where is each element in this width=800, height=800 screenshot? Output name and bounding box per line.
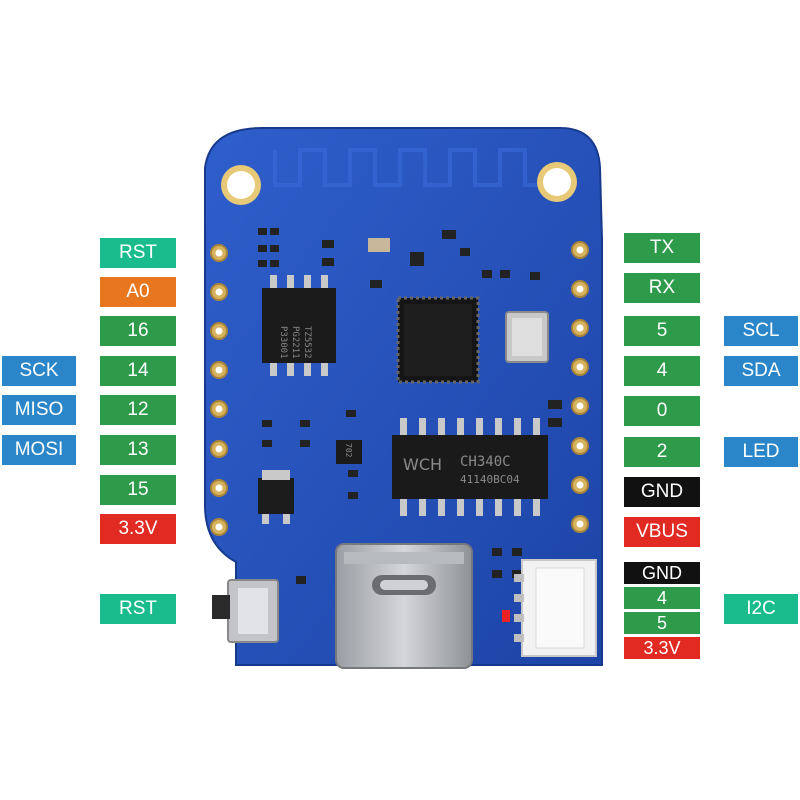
pin-label-12: 12	[100, 395, 176, 425]
regulator-chip: TZ5532 PG2211 P33001	[262, 275, 336, 376]
function-label-sda: SDA	[724, 356, 798, 386]
pin-label-0: 0	[624, 396, 700, 426]
pin-label-16: 16	[100, 316, 176, 346]
pin-label-gnd: GND	[624, 477, 700, 507]
pin-label-tx: TX	[624, 233, 700, 263]
crystal	[505, 311, 549, 363]
usb-serial-chip: WCH CH340C 41140BC04	[392, 418, 548, 516]
pin-label-3v3: 3.3V	[100, 514, 176, 544]
function-label-scl: SCL	[724, 316, 798, 346]
transistor-marking: 702	[344, 443, 353, 458]
pin-label-13: 13	[100, 435, 176, 465]
antenna-trace	[273, 148, 545, 187]
pin-label-2: 2	[624, 437, 700, 467]
i2c-label-gnd: GND	[624, 562, 700, 584]
transistor: 702	[336, 440, 362, 464]
pin-label-rx: RX	[624, 273, 700, 303]
usb-c-connector	[335, 543, 473, 669]
usb-chip-brand: WCH	[403, 455, 442, 474]
function-label-sck: SCK	[2, 356, 76, 386]
pin-label-15: 15	[100, 475, 176, 505]
function-label-miso: MISO	[2, 395, 76, 425]
function-label-mosi: MOSI	[2, 435, 76, 465]
pin-label-4: 4	[624, 356, 700, 386]
regulator-marking-3: P33001	[278, 326, 288, 359]
smd-components	[258, 228, 562, 622]
regulator-marking-1: TZ5532	[302, 326, 312, 359]
pin-label-rst: RST	[100, 238, 176, 268]
pin-label-5: 5	[624, 316, 700, 346]
pin-label-14: 14	[100, 356, 176, 386]
esp-chip	[396, 296, 480, 384]
pcb-outline	[204, 127, 603, 666]
pin-label-vbus: VBUS	[624, 517, 700, 547]
power-regulator	[258, 470, 294, 524]
pin-label-a0: A0	[100, 277, 176, 307]
i2c-function-label: I2C	[724, 594, 798, 624]
i2c-connector-housing	[514, 559, 597, 657]
function-label-led: LED	[724, 437, 798, 467]
i2c-label-5: 5	[624, 612, 700, 634]
regulator-marking-2: PG2211	[290, 326, 300, 359]
usb-chip-code: 41140BC04	[460, 473, 520, 486]
reset-button-label: RST	[100, 594, 176, 624]
i2c-label-3v3: 3.3V	[624, 637, 700, 659]
i2c-label-4: 4	[624, 587, 700, 609]
reset-button-hardware	[212, 579, 279, 643]
usb-chip-name: CH340C	[460, 454, 511, 470]
